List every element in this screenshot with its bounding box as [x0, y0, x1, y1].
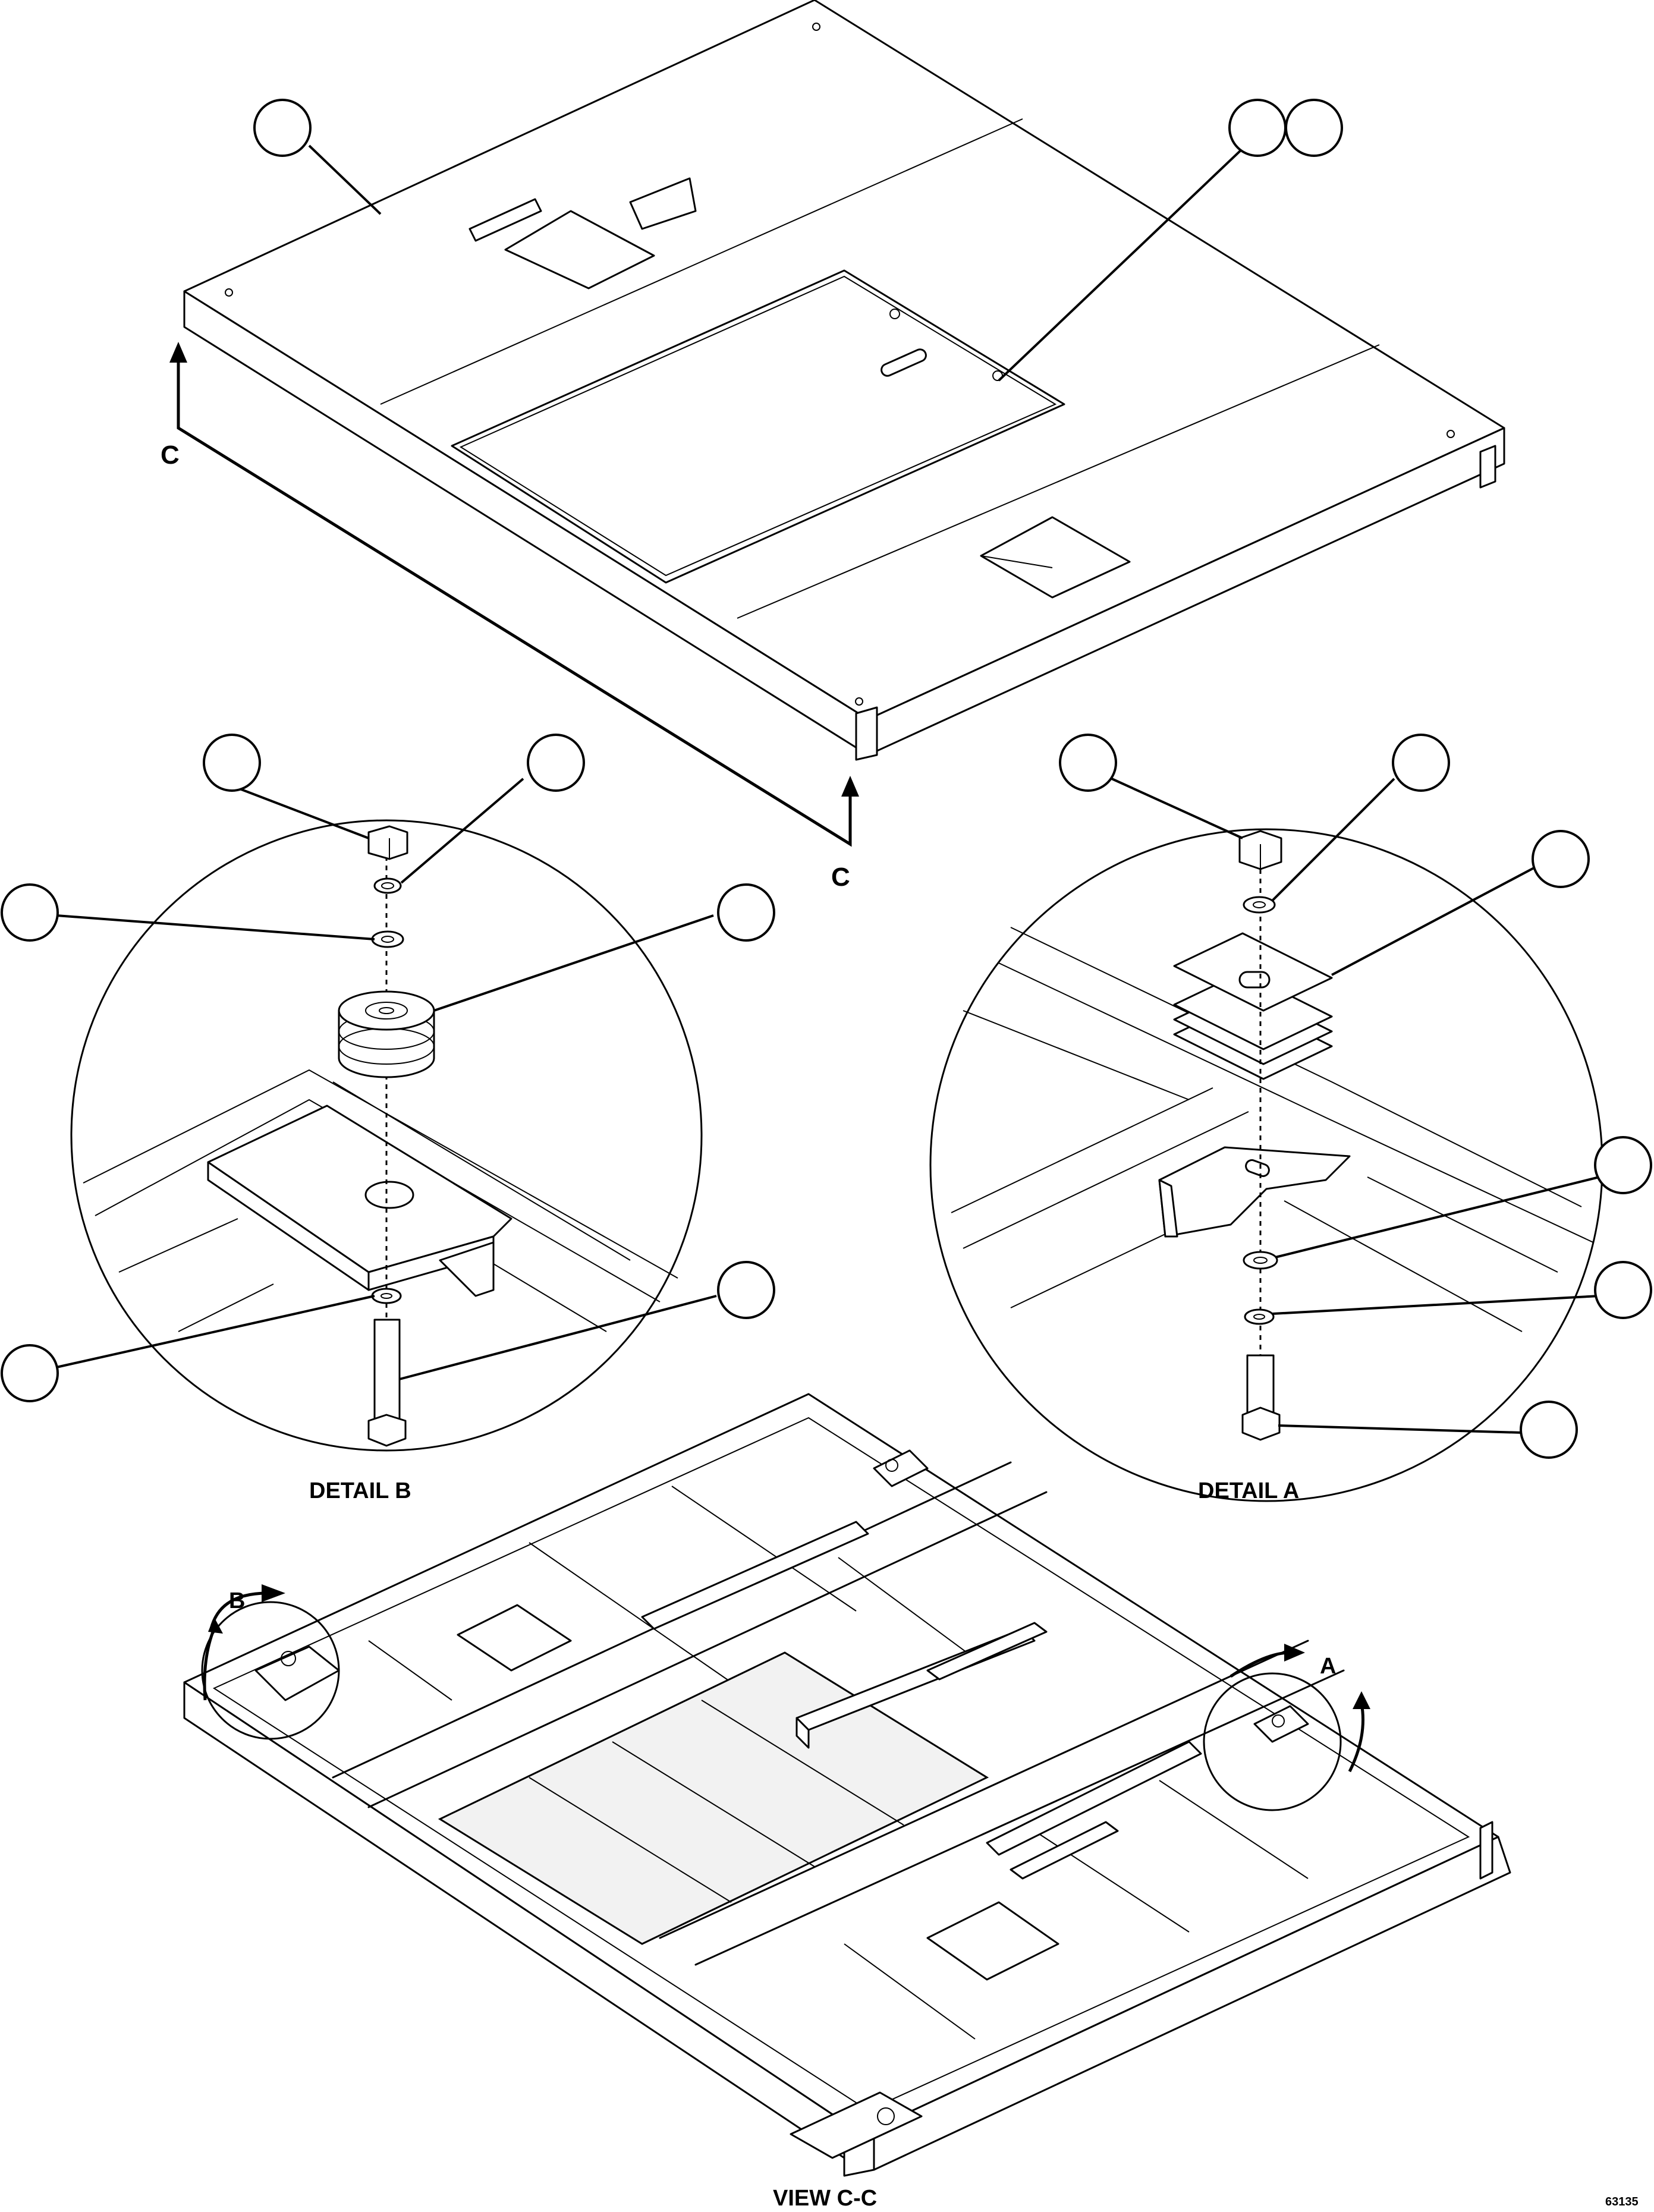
- callout-4: [203, 734, 261, 792]
- callouts-top: [253, 99, 1343, 382]
- section-line-c: C C: [161, 342, 859, 892]
- callout-13: [1594, 1136, 1652, 1194]
- detail-b-marker: B: [229, 1588, 245, 1613]
- platform-top-assembly: [183, 0, 1505, 761]
- callout-12: [1532, 830, 1590, 888]
- view-title: VIEW C-C: [773, 2186, 877, 2211]
- drawing-number: 63135: [1605, 2195, 1639, 2208]
- section-label-right: C: [831, 863, 850, 892]
- callout-9: [717, 1261, 775, 1319]
- callout-2: [1228, 99, 1287, 157]
- detail-a-title: DETAIL A: [1198, 1478, 1299, 1503]
- callout-7: [717, 883, 775, 942]
- callout-3: [1285, 99, 1343, 157]
- callout-11: [1392, 734, 1450, 792]
- callout-5: [527, 734, 585, 792]
- callout-14: [1594, 1261, 1652, 1319]
- detail-a: DETAIL A: [929, 734, 1652, 1503]
- view-c-c: B A VIEW C-C: [183, 1393, 1511, 2211]
- callout-15: [1520, 1401, 1578, 1459]
- detail-b: DETAIL B: [1, 734, 775, 1503]
- detail-a-marker: A: [1320, 1654, 1336, 1679]
- callout-8: [1, 1344, 59, 1402]
- callout-1: [253, 99, 312, 157]
- section-label-left: C: [161, 440, 180, 470]
- callout-6: [1, 883, 59, 942]
- detail-b-title: DETAIL B: [309, 1478, 411, 1503]
- callout-10: [1059, 734, 1117, 792]
